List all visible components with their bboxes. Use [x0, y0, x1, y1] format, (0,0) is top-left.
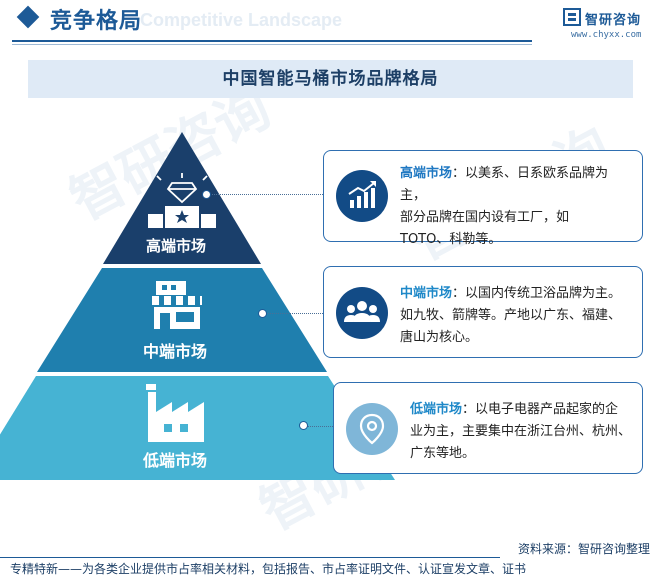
logo-name: 智研咨询 — [585, 13, 642, 28]
header-divider — [12, 40, 532, 42]
connector-dot-low — [299, 421, 308, 430]
header-ghost-text: Competitive Landscape — [140, 10, 343, 30]
chart-growth-icon — [336, 170, 388, 222]
tier-label-high: 高端市场 — [146, 237, 206, 255]
tier-label-low: 低端市场 — [142, 451, 207, 470]
logo-mark-icon — [563, 8, 581, 26]
factory-icon — [146, 384, 204, 442]
card-line: 如九牧、箭牌等。产地以广东、福建、 — [400, 308, 622, 323]
pyramid-tier-high — [103, 132, 261, 264]
connector-dot-mid — [258, 309, 267, 318]
podium-icon — [148, 206, 216, 228]
section-header: Competitive Landscape 竞争格局 — [0, 0, 665, 46]
footer-tagline: 专精特新——为各类企业提供市占率相关材料，包括报告、市占率证明文件、认证宣发文章… — [10, 562, 527, 576]
card-line: ：以国内传统卫浴品牌为主。 — [452, 286, 622, 301]
connector-line-mid — [266, 313, 323, 314]
card-line: 部分品牌在国内设有工厂，如 — [400, 210, 570, 225]
card-text-mid: 中端市场：以国内传统卫浴品牌为主。 如九牧、箭牌等。产地以广东、福建、 唐山为核… — [400, 283, 632, 349]
tier-label-mid: 中端市场 — [143, 342, 207, 361]
location-pin-icon — [346, 403, 398, 455]
card-mid-end: 中端市场：以国内传统卫浴品牌为主。 如九牧、箭牌等。产地以广东、福建、 唐山为核… — [323, 266, 643, 358]
card-text-high: 高端市场：以美系、日系欧系品牌为主， 部分品牌在国内设有工厂，如 TOTO、科勒… — [400, 163, 632, 251]
section-title: 竞争格局 — [50, 9, 143, 34]
card-line: 唐山为核心。 — [400, 330, 479, 345]
logo-url: www.chyxx.com — [571, 30, 642, 40]
card-line: ：以电子电器产品起家的企 — [462, 402, 619, 417]
brand-logo: 智研咨询 www.chyxx.com — [563, 8, 663, 46]
card-low-end: 低端市场：以电子电器产品起家的企 业为主，主要集中在浙江台州、杭州、 广东等地。 — [333, 382, 643, 474]
connector-line-low — [307, 426, 333, 427]
diamond-podium-icon — [156, 173, 208, 204]
storefront-icon — [152, 281, 202, 329]
footer-divider — [0, 557, 500, 558]
card-line: ：以美系、日系欧系品牌为主， — [400, 166, 609, 203]
card-title-low: 低端市场 — [410, 402, 463, 417]
card-title-high: 高端市场 — [400, 166, 453, 181]
people-group-icon — [336, 287, 388, 339]
diagram-title: 中国智能马桶市场品牌格局 — [222, 69, 439, 89]
connector-line-high — [210, 194, 323, 195]
connector-dot-high — [202, 190, 211, 199]
card-line: TOTO、科勒等。 — [400, 232, 502, 247]
card-text-low: 低端市场：以电子电器产品起家的企 业为主，主要集中在浙江台州、杭州、 广东等地。 — [410, 399, 632, 465]
card-line: 广东等地。 — [410, 446, 476, 461]
card-line: 业为主，主要集中在浙江台州、杭州、 — [410, 424, 632, 439]
source-note: 资料来源：智研咨询整理 — [517, 542, 650, 556]
card-title-mid: 中端市场 — [400, 286, 453, 301]
card-high-end: 高端市场：以美系、日系欧系品牌为主， 部分品牌在国内设有工厂，如 TOTO、科勒… — [323, 150, 643, 247]
header-divider-thin — [12, 44, 532, 45]
diagram-title-banner: 中国智能马桶市场品牌格局 — [28, 60, 633, 98]
